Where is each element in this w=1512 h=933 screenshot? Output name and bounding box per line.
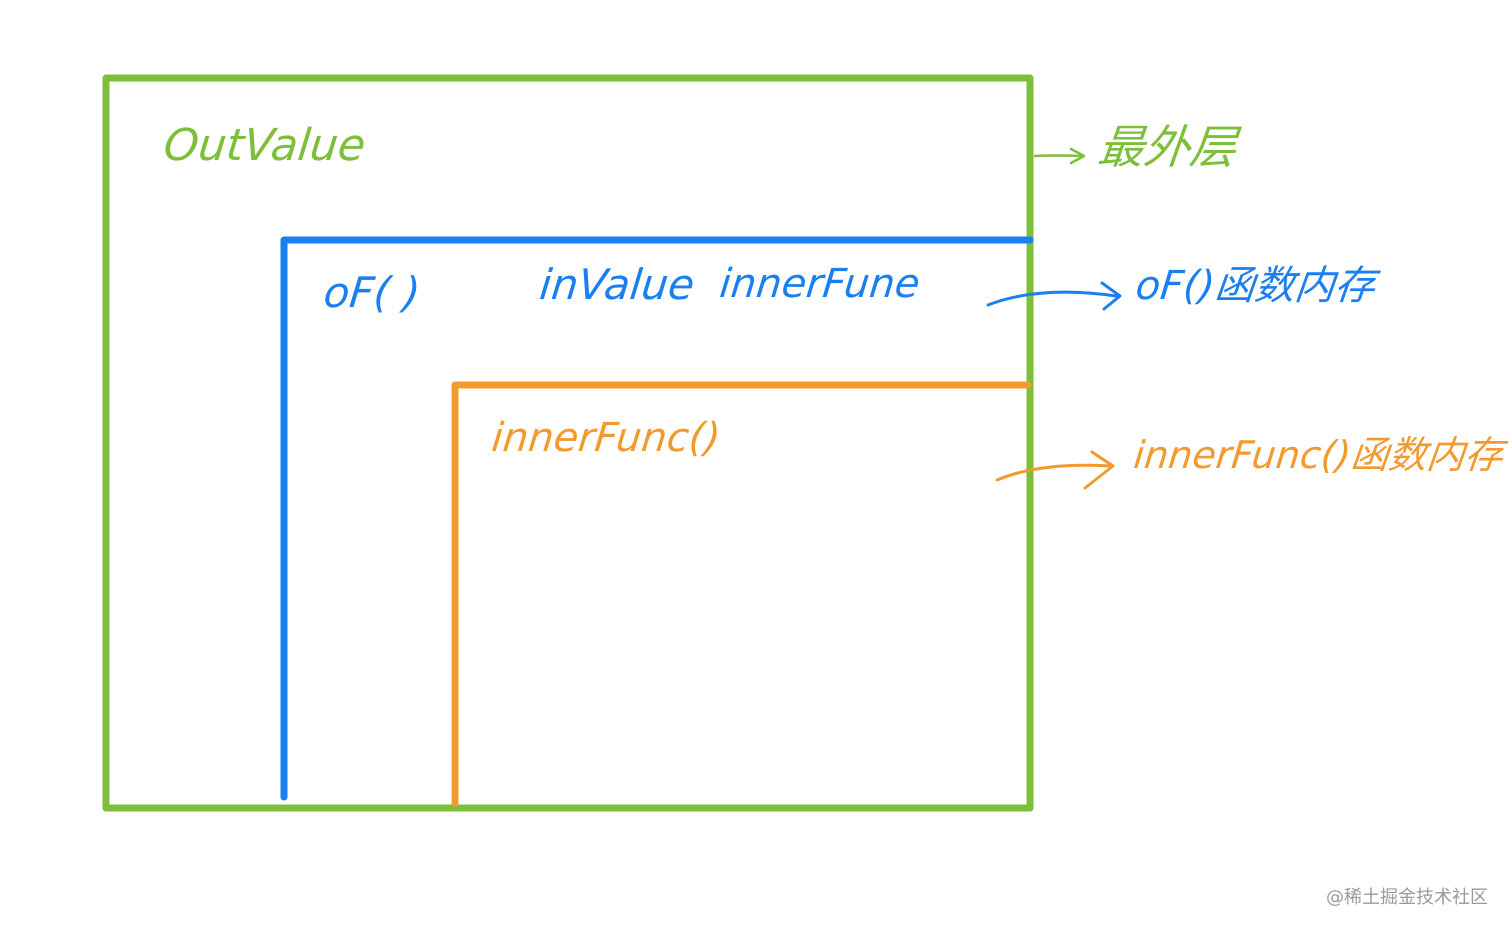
- of-memory-note: oF()函数内存: [1133, 263, 1378, 309]
- arrow-outer-layer-icon: [1033, 147, 1086, 165]
- watermark: @稀土掘金技术社区: [1326, 887, 1488, 908]
- inner-func-memory-note: innerFunc()函数内存: [1131, 433, 1506, 477]
- of-call-label: oF( ): [321, 268, 423, 317]
- out-value-label: OutValue: [161, 120, 368, 171]
- of-scope-box: [280, 236, 1034, 801]
- inner-func-call-label: innerFunc(): [489, 415, 723, 461]
- inner-func-scope-box: [451, 381, 1032, 807]
- outer-scope-box: [102, 74, 1034, 812]
- arrow-of-memory-icon: [986, 281, 1122, 311]
- inner-fune-label: innerFune: [717, 261, 922, 307]
- outer-layer-note: 最外层: [1095, 120, 1239, 174]
- arrow-inner-func-memory-icon: [995, 450, 1115, 490]
- in-value-label: inValue: [537, 260, 697, 309]
